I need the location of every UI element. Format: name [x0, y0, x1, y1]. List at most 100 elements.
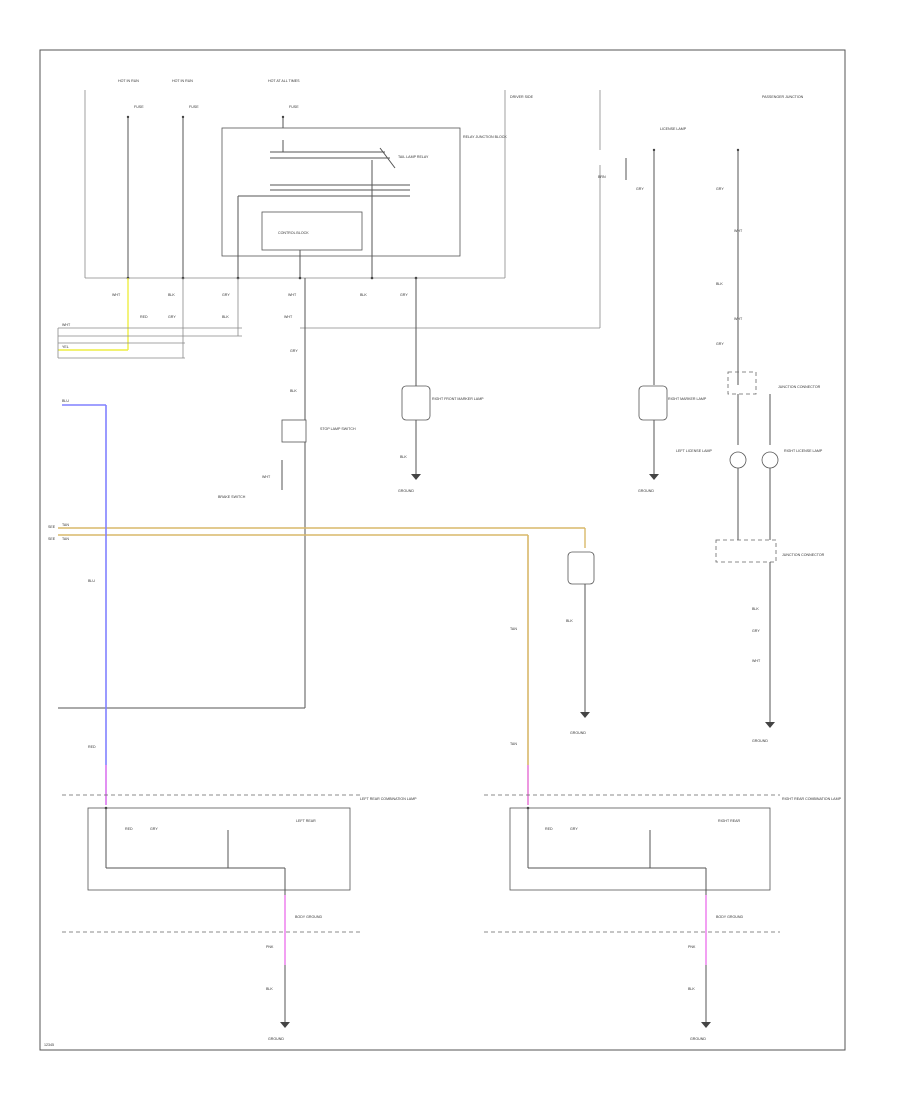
fuse-label-2: FUSE	[189, 105, 199, 109]
wire-code: GRY	[400, 293, 408, 297]
wire-code: WHT	[62, 323, 71, 327]
wire-code: YEL	[62, 345, 69, 349]
wire-code: BLK	[290, 389, 297, 393]
blue-wire: BLU BLU RED	[62, 399, 529, 805]
side-ref-1: SEE	[48, 525, 56, 529]
left-license-label: LEFT LICENSE LAMP	[676, 449, 712, 453]
wire-code: WHT	[752, 659, 761, 663]
ground-symbol	[280, 1022, 290, 1028]
right-marker-lamp-label: RIGHT MARKER LAMP	[668, 397, 707, 401]
wire-code: RED	[88, 745, 96, 749]
side-ref-2: SEE	[48, 537, 56, 541]
wire-code: GRY	[570, 827, 578, 831]
wire-code: RED	[125, 827, 133, 831]
control-block	[261, 211, 363, 251]
ground-left-label: GROUND	[570, 731, 586, 735]
right-combo-lamp-label: RIGHT REAR COMBINATION LAMP	[782, 797, 842, 801]
lower-center-lamp: GROUND BLK	[566, 551, 595, 735]
junction-connector-1	[727, 371, 757, 395]
wire-code: BLK	[752, 607, 759, 611]
right-ground-bottom-label: GROUND	[690, 1037, 706, 1041]
wire-code: RED	[140, 315, 148, 319]
right-marker-lamp: RIGHT MARKER LAMP GROUND	[638, 385, 707, 493]
left-license-lamp	[729, 451, 747, 469]
hot-label-1: HOT IN RUN	[118, 79, 139, 83]
hot-label-2: HOT IN RUN	[172, 79, 193, 83]
wire-code: GRY	[290, 349, 298, 353]
left-combo-label: LEFT REAR	[296, 819, 316, 823]
right-license-lamp	[761, 451, 779, 469]
right-combo-lamp-body	[509, 807, 771, 891]
wire-code: TAN	[62, 537, 69, 541]
wire-code: BLU	[88, 579, 95, 583]
brake-switch-label: BRAKE SWITCH	[218, 495, 246, 499]
left-harness: WHT YEL RED GRY BLK WHT	[57, 278, 293, 359]
left-rear-combination-lamp: LEFT REAR COMBINATION LAMP LEFT REAR RED…	[62, 794, 417, 1041]
license-lamps: JUNCTION CONNECTOR LEFT LICENSE LAMP RIG…	[676, 371, 825, 743]
junction-connector-2-label: JUNCTION CONNECTOR	[782, 553, 825, 557]
wire-code: TAN	[62, 523, 69, 527]
wire-code: WHT	[284, 315, 293, 319]
wire-code: TAN	[510, 742, 517, 746]
wire-code: BRN	[598, 175, 606, 179]
passenger-junction-label: PASSENGER JUNCTION	[762, 95, 804, 99]
ground-mid-label: GROUND	[398, 489, 414, 493]
wire-code: BLK	[266, 987, 273, 991]
left-ground-bottom-label: GROUND	[268, 1037, 284, 1041]
right-license-label: RIGHT LICENSE LAMP	[784, 449, 823, 453]
stop-lamp-switch: GRY BLK STOP LAMP SWITCH WHT BRAKE SWITC…	[58, 278, 356, 709]
junction-connector-1-label: JUNCTION CONNECTOR	[778, 385, 821, 389]
wire-code: GRY	[752, 629, 760, 633]
wire-code: BLK	[688, 987, 695, 991]
wire-code: BLK	[716, 282, 723, 286]
ground-symbol	[765, 722, 775, 728]
wire-code: BLK	[222, 315, 229, 319]
right-combo-label: RIGHT REAR	[718, 819, 741, 823]
control-block-label: CONTROL BLOCK	[278, 231, 309, 235]
rear-marker-ground-label: GROUND	[752, 739, 768, 743]
stop-lamp-switch-body	[281, 419, 307, 443]
wire-code: BLU	[62, 399, 69, 403]
wire-code: RED	[545, 827, 553, 831]
wire-code: BLK	[566, 619, 573, 623]
wire-code: PNK	[688, 945, 696, 949]
license-lamp-center-label: LICENSE LAMP	[660, 127, 687, 131]
wire-code: GRY	[222, 293, 230, 297]
diagram-frame	[39, 49, 846, 1051]
tan-harness: TAN TAN SEE SEE TAN TAN	[48, 523, 586, 805]
wire-code: PNK	[266, 945, 274, 949]
footer-code: 12345	[44, 1043, 54, 1047]
center-marker-lamp: RIGHT FRONT MARKER LAMP GROUND BLK	[398, 278, 484, 493]
top-connector-row: WHT BLK GRY WHT BLK GRY	[112, 276, 418, 297]
ground-symbol	[701, 1022, 711, 1028]
junction-connector-2	[715, 539, 777, 563]
right-rear-combination-lamp: RIGHT REAR COMBINATION LAMP RIGHT REAR R…	[484, 794, 842, 1041]
wire-code: GRY	[716, 187, 724, 191]
wire-code: WHT	[288, 293, 297, 297]
ground-symbol	[580, 712, 590, 718]
right-body-ground-label: BODY GROUND	[716, 915, 743, 919]
tail-relay-label: TAIL LAMP RELAY	[398, 155, 429, 159]
wire-code: WHT	[112, 293, 121, 297]
wire-code: WHT	[262, 475, 271, 479]
wire-code: BLK	[360, 293, 367, 297]
wire-code: BLK	[400, 455, 407, 459]
fuse-label-1: FUSE	[134, 105, 144, 109]
wire-code: WHT	[734, 229, 743, 233]
wire-code: GRY	[716, 342, 724, 346]
wire-code: GRY	[150, 827, 158, 831]
left-combo-lamp-label: LEFT REAR COMBINATION LAMP	[360, 797, 417, 801]
center-marker-lamp-body	[401, 385, 431, 421]
right-marker-lamp-body	[638, 385, 668, 421]
wire-code: TAN	[510, 627, 517, 631]
left-combo-lamp-body	[87, 807, 351, 891]
driver-left-label: DRIVER SIDE	[510, 95, 534, 99]
front-marker-label: RIGHT FRONT MARKER LAMP	[432, 397, 484, 401]
power-distribution-box: HOT IN RUN HOT IN RUN HOT AT ALL TIMES F…	[84, 79, 507, 279]
wire-code: WHT	[734, 317, 743, 321]
stop-switch-label: STOP LAMP SWITCH	[320, 427, 356, 431]
wire-code: BLK	[168, 293, 175, 297]
ground-symbol	[649, 474, 659, 480]
left-body-ground-label: BODY GROUND	[295, 915, 322, 919]
